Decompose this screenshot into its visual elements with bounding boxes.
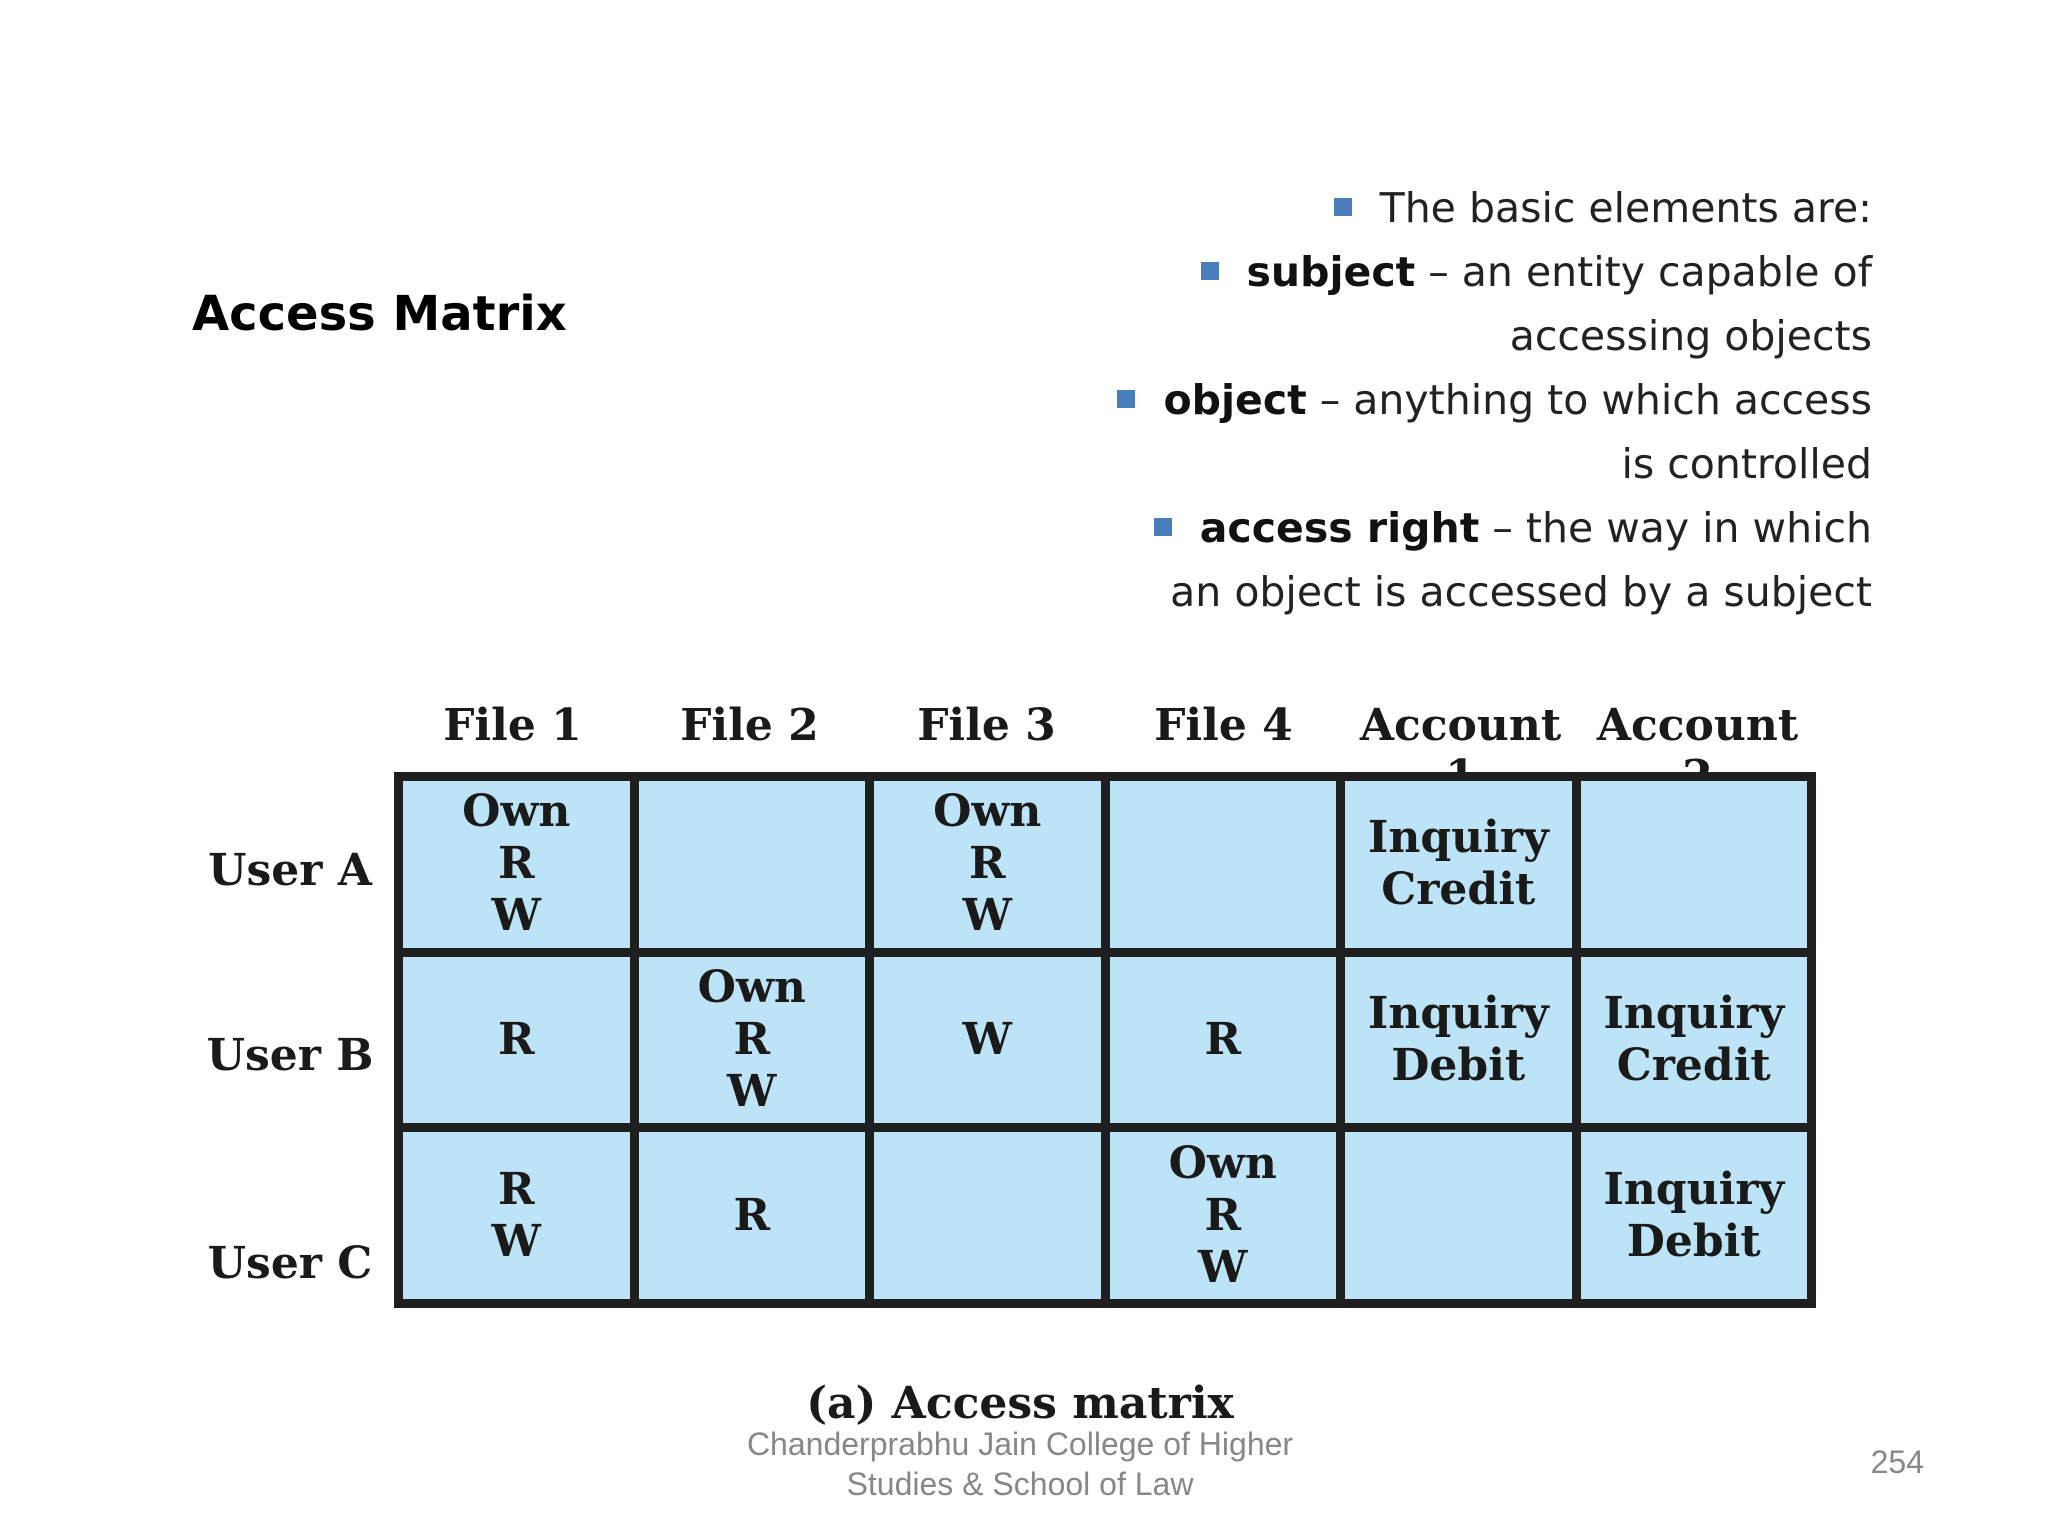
matrix-cell	[1580, 781, 1807, 948]
figure-caption: (a) Access matrix	[806, 1378, 1234, 1429]
matrix-cell: W	[874, 956, 1101, 1124]
matrix-cell: Inquiry Debit	[1580, 1132, 1807, 1299]
matrix-cell: Own R W	[638, 956, 865, 1124]
bullet-square-icon	[1117, 390, 1136, 408]
footer-line: Chanderprabhu Jain College of Higher	[746, 1426, 1294, 1462]
bullet-text: – the way in which an object is accessed…	[1170, 504, 1872, 616]
matrix-cell: R	[403, 956, 630, 1124]
matrix-cell	[1345, 1132, 1572, 1299]
bullet-item: subject – an entity capable of accessing…	[1112, 240, 1872, 368]
bullet-square-icon	[1153, 518, 1172, 536]
bullet-item: object – anything to which access is con…	[1112, 368, 1872, 496]
bullet-list: The basic elements are: subject – an ent…	[1112, 176, 1872, 624]
matrix-cell: Inquiry Credit	[1345, 781, 1572, 948]
bullet-text: – an entity capable of accessing objects	[1415, 248, 1872, 360]
footer-line: Studies & School of Law	[846, 1466, 1194, 1502]
bullet-term: subject	[1246, 248, 1416, 296]
row-header: User B	[206, 1030, 374, 1081]
row-header: User A	[208, 845, 372, 896]
access-matrix-figure: File 1 File 2 File 3 File 4 Account 1 Ac…	[200, 690, 1840, 1440]
matrix-cell: Inquiry Credit	[1580, 956, 1807, 1124]
matrix-cell	[638, 781, 865, 948]
matrix-cell: R	[1109, 956, 1336, 1124]
bullet-term: object	[1163, 376, 1307, 424]
bullet-text: – anything to which access is controlled	[1306, 376, 1872, 488]
matrix-cell: Inquiry Debit	[1345, 956, 1572, 1124]
bullet-square-icon	[1333, 198, 1352, 216]
matrix-cell: R	[638, 1132, 865, 1299]
matrix-cell: Own R W	[403, 781, 630, 948]
bullet-term: access right	[1199, 504, 1480, 552]
matrix-cell	[1109, 781, 1336, 948]
row-header: User C	[207, 1238, 373, 1289]
page-number: 254	[1870, 1444, 1924, 1480]
column-header: File 2	[680, 700, 819, 751]
slide-title: Access Matrix	[192, 286, 567, 342]
matrix-cell: R W	[403, 1132, 630, 1299]
column-header: File 4	[1154, 700, 1293, 751]
bullet-item: The basic elements are:	[1112, 176, 1872, 240]
column-header: File 3	[917, 700, 1056, 751]
column-header: File 1	[443, 700, 582, 751]
footer-institution: Chanderprabhu Jain College of Higher Stu…	[720, 1424, 1320, 1504]
matrix-cell	[874, 1132, 1101, 1299]
bullet-square-icon	[1200, 262, 1219, 280]
bullet-text: The basic elements are:	[1379, 184, 1872, 232]
matrix-cell: Own R W	[874, 781, 1101, 948]
access-matrix-grid: Own R W Own R W Inquiry Credit R Own R W…	[394, 772, 1816, 1308]
bullet-item: access right – the way in which an objec…	[1112, 496, 1872, 624]
matrix-cell: Own R W	[1109, 1132, 1336, 1299]
